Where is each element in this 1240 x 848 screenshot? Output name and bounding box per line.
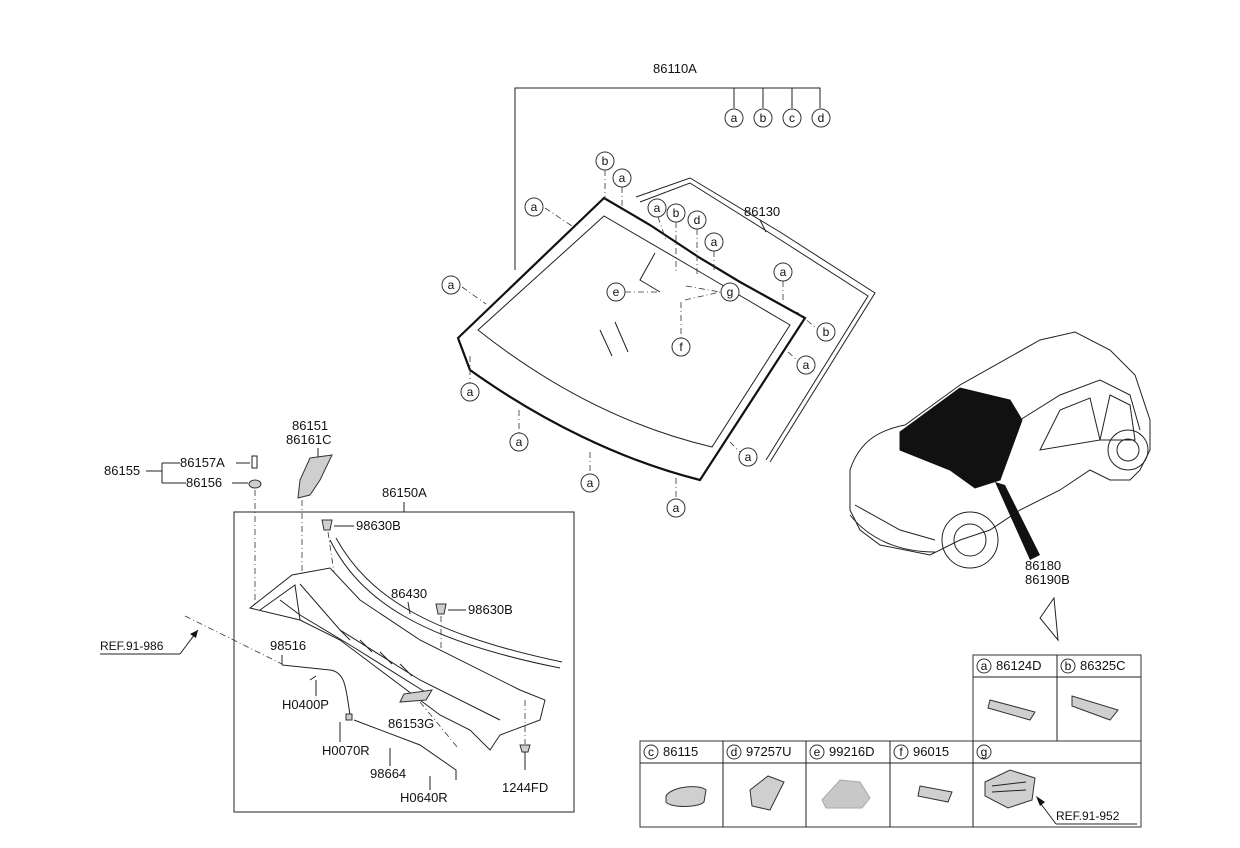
callout-86151: 86151 86161C [286,418,333,585]
svg-text:a: a [673,501,680,515]
label-98664: 98664 [370,766,406,781]
svg-text:a: a [531,200,538,214]
svg-text:a: a [731,111,738,125]
svg-text:e: e [814,745,821,759]
svg-text:b: b [602,154,609,168]
label-ref-91-986: REF.91-986 [100,639,164,653]
ref-91-986: REF.91-986 [100,615,283,665]
label-86155: 86155 [104,463,140,478]
windshield-glass [456,196,807,482]
svg-text:d: d [694,213,701,227]
label-98630B-lower: 98630B [468,602,513,617]
label-86157A: 86157A [180,455,225,470]
legend-table: a 86124D b 86325C c 86115 d 97257U e 992… [639,654,1142,828]
svg-text:a: a [803,358,810,372]
svg-text:a: a [587,476,594,490]
label-86156: 86156 [186,475,222,490]
svg-text:b: b [760,111,767,125]
svg-text:b: b [823,325,830,339]
svg-text:c: c [648,745,654,759]
label-H0640R: H0640R [400,790,448,805]
label-86153G: 86153G [388,716,434,731]
svg-text:a: a [780,265,787,279]
label-H0070R: H0070R [322,743,370,758]
svg-text:a: a [467,385,474,399]
callout-86110A: 86110A [514,61,821,270]
svg-text:a: a [711,235,718,249]
legend-part-86124D: 86124D [996,658,1042,673]
label-ref-91-952: REF.91-952 [1056,809,1120,823]
car-illustration: 86180 86190B [849,331,1151,642]
svg-text:d: d [818,111,825,125]
windshield-circle-badges: a a b a a b d a a e g f b a a a a a [441,151,836,518]
cowl-box: 86150A 98630B 86430 98630B 86153G 1244FD [233,485,575,813]
label-86161C: 86161C [286,432,332,447]
svg-text:a: a [654,201,661,215]
legend-part-97257U: 97257U [746,744,792,759]
svg-text:d: d [731,745,738,759]
legend-part-86115: 86115 [663,744,698,759]
svg-text:a: a [981,659,988,673]
svg-text:g: g [727,285,734,299]
svg-text:a: a [619,171,626,185]
svg-text:b: b [673,206,680,220]
svg-text:f: f [899,745,903,759]
label-86130: 86130 [744,204,780,219]
svg-text:e: e [613,285,620,299]
windshield-moulding: 86130 [635,177,876,463]
label-86430: 86430 [391,586,427,601]
svg-text:f: f [679,340,683,354]
svg-text:a: a [448,278,455,292]
svg-text:a: a [516,435,523,449]
label-86151: 86151 [292,418,328,433]
svg-text:b: b [1065,659,1072,673]
svg-text:c: c [789,111,795,125]
legend-part-86325C: 86325C [1080,658,1126,673]
legend-part-99216D: 99216D [829,744,875,759]
top-circle-badges: a b c d [724,108,831,128]
callout-86155: 86155 86157A 86156 [104,455,262,605]
svg-text:g: g [981,745,988,759]
label-86190B: 86190B [1025,572,1070,587]
label-86110A: 86110A [653,61,697,76]
label-1244FD: 1244FD [502,780,548,795]
label-H0400P: H0400P [282,697,329,712]
svg-text:a: a [745,450,752,464]
label-86150A: 86150A [382,485,427,500]
label-86180: 86180 [1025,558,1061,573]
legend-part-96015: 96015 [913,744,949,759]
label-98516: 98516 [270,638,306,653]
label-98630B-upper: 98630B [356,518,401,533]
